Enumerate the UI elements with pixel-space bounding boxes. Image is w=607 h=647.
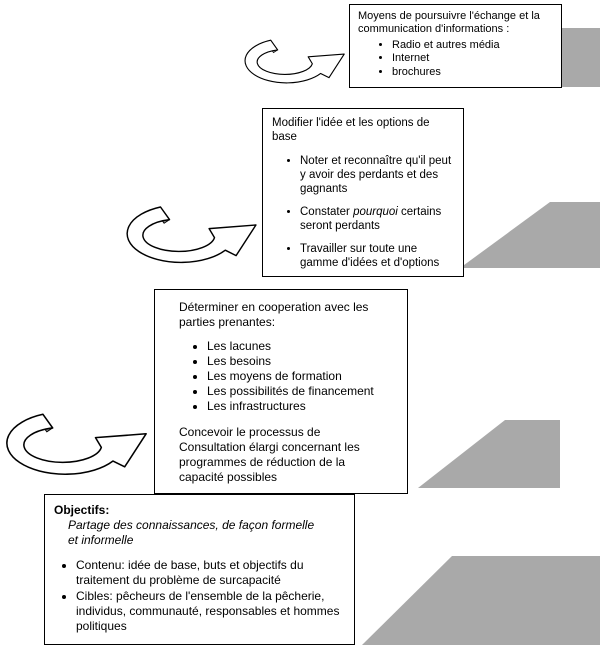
determine-paragraph: Concevoir le processus de Consultation é… — [179, 425, 360, 484]
curved-arrow-icon — [126, 206, 257, 264]
list-item: Radio et autres média — [392, 39, 553, 52]
determine-box-title: Déterminer en cooperation avec les parti… — [179, 300, 369, 329]
list-item: brochures — [392, 66, 553, 79]
curved-arrow-body — [6, 413, 147, 475]
list-item: Contenu: idée de base, buts et objectifs… — [76, 558, 344, 588]
step-shadow-3 — [418, 420, 560, 488]
step-shadow-2 — [460, 202, 600, 268]
list-item: Les moyens de formation — [207, 369, 377, 384]
list-item-text: certains seront perdants — [300, 206, 442, 233]
step-shadow-4 — [362, 556, 600, 645]
list-item: Les possibilités de financement — [207, 384, 377, 399]
determine-box: Déterminer en cooperation avec les parti… — [154, 289, 408, 494]
modify-ideas-box: Modifier l'idée et les options de base N… — [262, 108, 464, 278]
curved-arrow-icon — [244, 39, 345, 84]
list-item: Les infrastructures — [207, 399, 377, 414]
determine-bullet-list: Les lacunes Les besoins Les moyens de fo… — [179, 339, 377, 414]
communication-bullet-list: Radio et autres média Internet brochures — [358, 39, 553, 79]
list-item: Constater pourquoi certains seront perda… — [300, 205, 457, 233]
list-item-text: Travailler sur toute une gamme d'idées e… — [300, 243, 440, 270]
curved-arrow-body — [126, 206, 257, 264]
modify-ideas-bullet-list: Noter et reconnaître qu'il peut y avoir … — [272, 154, 457, 270]
list-item-text: Noter et reconnaître qu'il peut y avoir … — [300, 155, 452, 196]
list-item-text: Constater — [300, 206, 354, 219]
list-item: Les lacunes — [207, 339, 377, 354]
list-item: Cibles: pêcheurs de l'ensemble de la pêc… — [76, 589, 344, 634]
list-item: Les besoins — [207, 354, 377, 369]
list-item: Travailler sur toute une gamme d'idées e… — [300, 242, 457, 270]
objectives-bullet-list: Contenu: idée de base, buts et objectifs… — [54, 558, 344, 634]
communication-box: Moyens de poursuivre l'échange et la com… — [349, 4, 562, 88]
curved-arrow-body — [244, 39, 345, 84]
objectives-box: Objectifs: Partage des connaissances, de… — [44, 494, 355, 645]
list-item: Noter et reconnaître qu'il peut y avoir … — [300, 154, 457, 196]
modify-ideas-box-title: Modifier l'idée et les options de base — [272, 117, 430, 144]
objectives-box-title: Objectifs: — [54, 503, 110, 517]
curved-arrow-icon — [6, 413, 147, 475]
objectives-subtitle: Partage des connaissances, de façon form… — [68, 518, 315, 547]
list-item-italic-text: pourquoi — [353, 206, 398, 219]
list-item: Internet — [392, 52, 553, 65]
communication-box-title: Moyens de poursuivre l'échange et la com… — [358, 10, 540, 36]
